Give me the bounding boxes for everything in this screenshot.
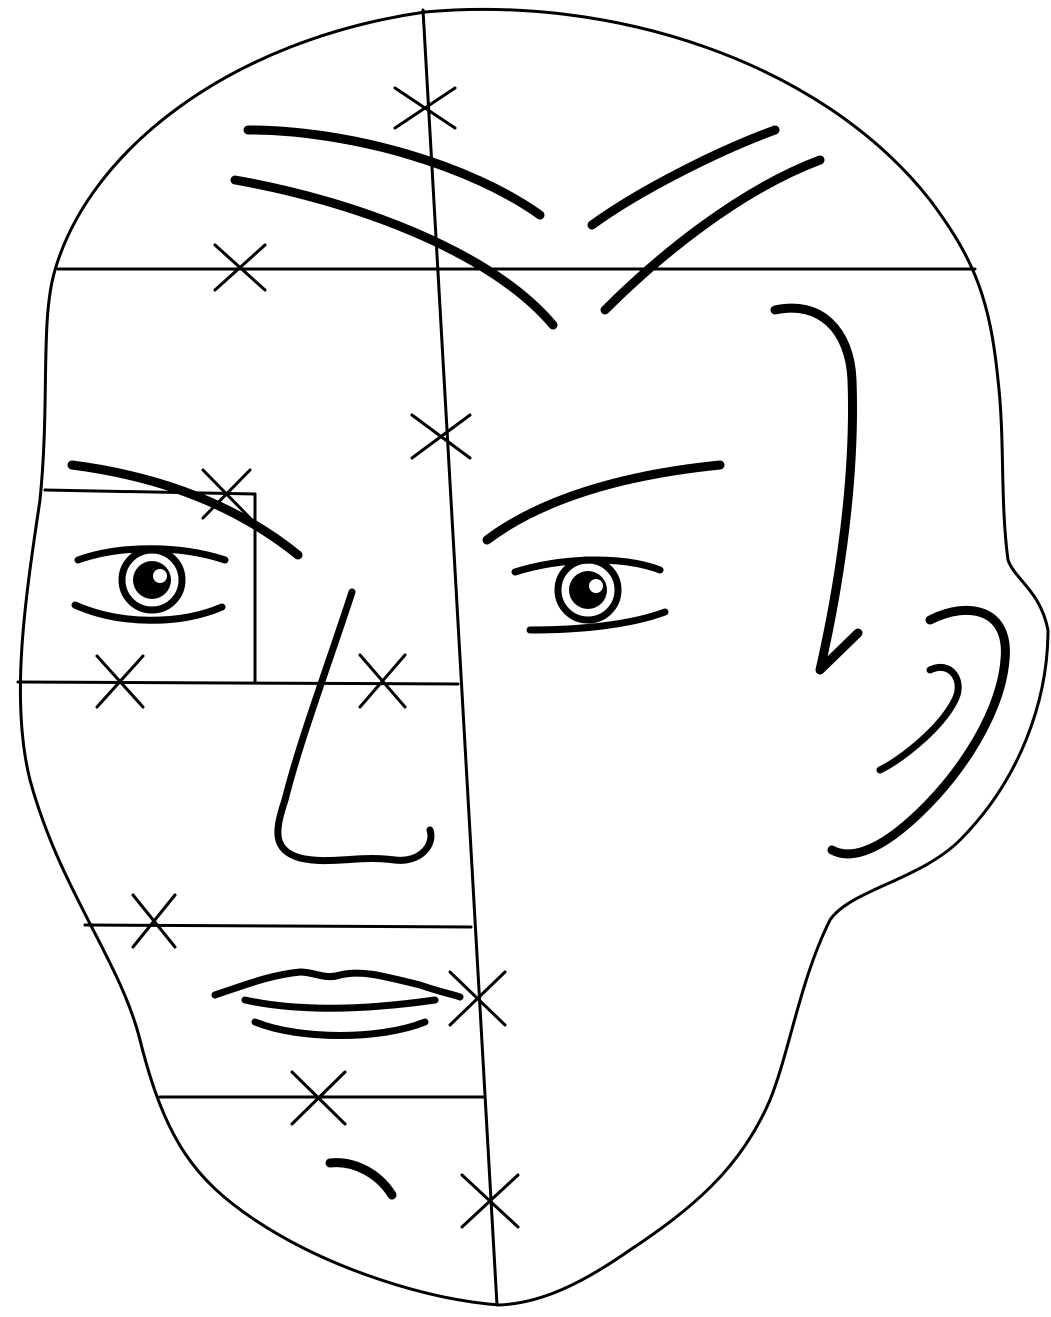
left-eyebrow <box>72 465 298 555</box>
forehead-line-upper-right <box>592 130 775 225</box>
cross-marker <box>412 415 470 458</box>
cross-marker <box>395 88 455 128</box>
forehead-line-lower-right <box>605 160 820 310</box>
nose-base-guide <box>85 925 471 927</box>
crosshair-markers <box>97 88 518 1227</box>
cheekbone-line <box>775 308 858 670</box>
forehead-line-lower-left <box>235 180 553 325</box>
chin-mark <box>330 1163 392 1195</box>
cross-marker <box>360 655 405 707</box>
head-outline <box>20 9 1048 1305</box>
center-guide-line <box>423 10 497 1305</box>
forehead-line-upper-left <box>248 130 540 215</box>
cross-marker <box>133 895 175 947</box>
nose <box>278 592 431 861</box>
right-eyebrow <box>487 465 720 540</box>
right-eye <box>515 560 665 630</box>
mouth <box>215 972 460 1036</box>
nose-top-guide <box>18 682 458 684</box>
left-eye <box>75 549 225 621</box>
